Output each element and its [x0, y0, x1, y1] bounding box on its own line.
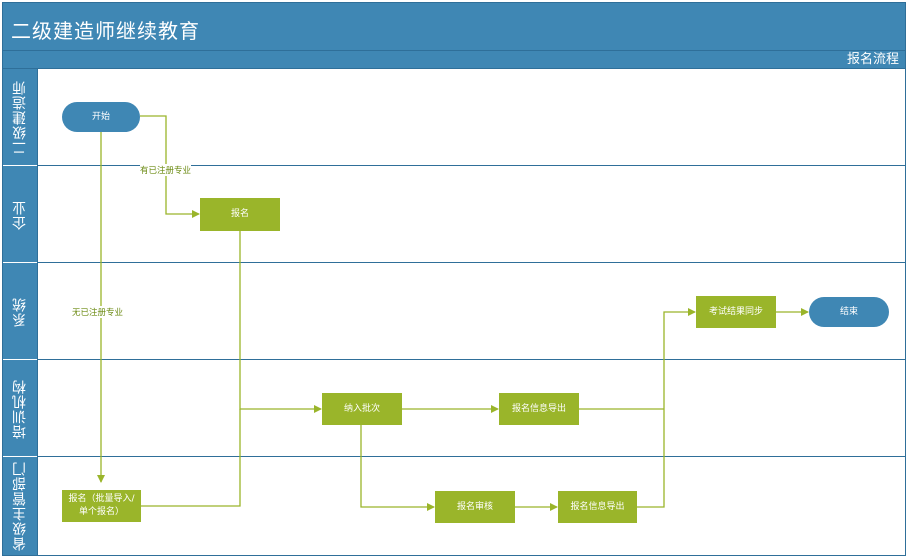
diagram-title: 二级建造师继续教育 [11, 19, 200, 43]
export-info-province-task: 报名信息导出 [558, 491, 637, 523]
enterprise-signup-task: 报名 [200, 198, 280, 231]
lane-label-separator [3, 262, 37, 263]
connector-enterprise-signup-to-batch [239, 231, 322, 413]
province-signup-line1: 报名（批量导入/ [68, 494, 135, 504]
lane-label-separator [3, 165, 37, 166]
lane-divider-vertical [37, 69, 38, 555]
lane-label-separator [3, 359, 37, 360]
exam-sync-task: 考试结果同步 [696, 296, 776, 328]
end-node: 结束 [809, 297, 889, 327]
province-signup-line2: 单个报名） [78, 507, 124, 517]
lane-separator [37, 165, 905, 166]
lane-label-column [3, 69, 37, 555]
lane-separator [37, 262, 905, 263]
lane-label-separator [3, 456, 37, 457]
lane-separator [37, 359, 905, 360]
signup-review-task: 报名审核 [435, 491, 515, 523]
lane-separator [37, 456, 905, 457]
province-signup-task: 报名（批量导入/ 单个报名） [62, 490, 141, 522]
subtitle-bar: 报名流程 [3, 51, 905, 69]
connector-province-signup-to-batch [141, 409, 241, 507]
edge-label-has-registered: 有已注册专业 [140, 164, 192, 176]
batch-admit-task: 纳入批次 [322, 393, 402, 425]
connector-batch-to-review [360, 425, 435, 511]
edge-label-no-registered: 无已注册专业 [72, 306, 124, 318]
title-bar: 二级建造师继续教育 [3, 3, 905, 51]
diagram-subtitle: 报名流程 [846, 52, 899, 67]
start-node: 开始 [62, 102, 140, 132]
export-info-training-task: 报名信息导出 [499, 393, 579, 425]
